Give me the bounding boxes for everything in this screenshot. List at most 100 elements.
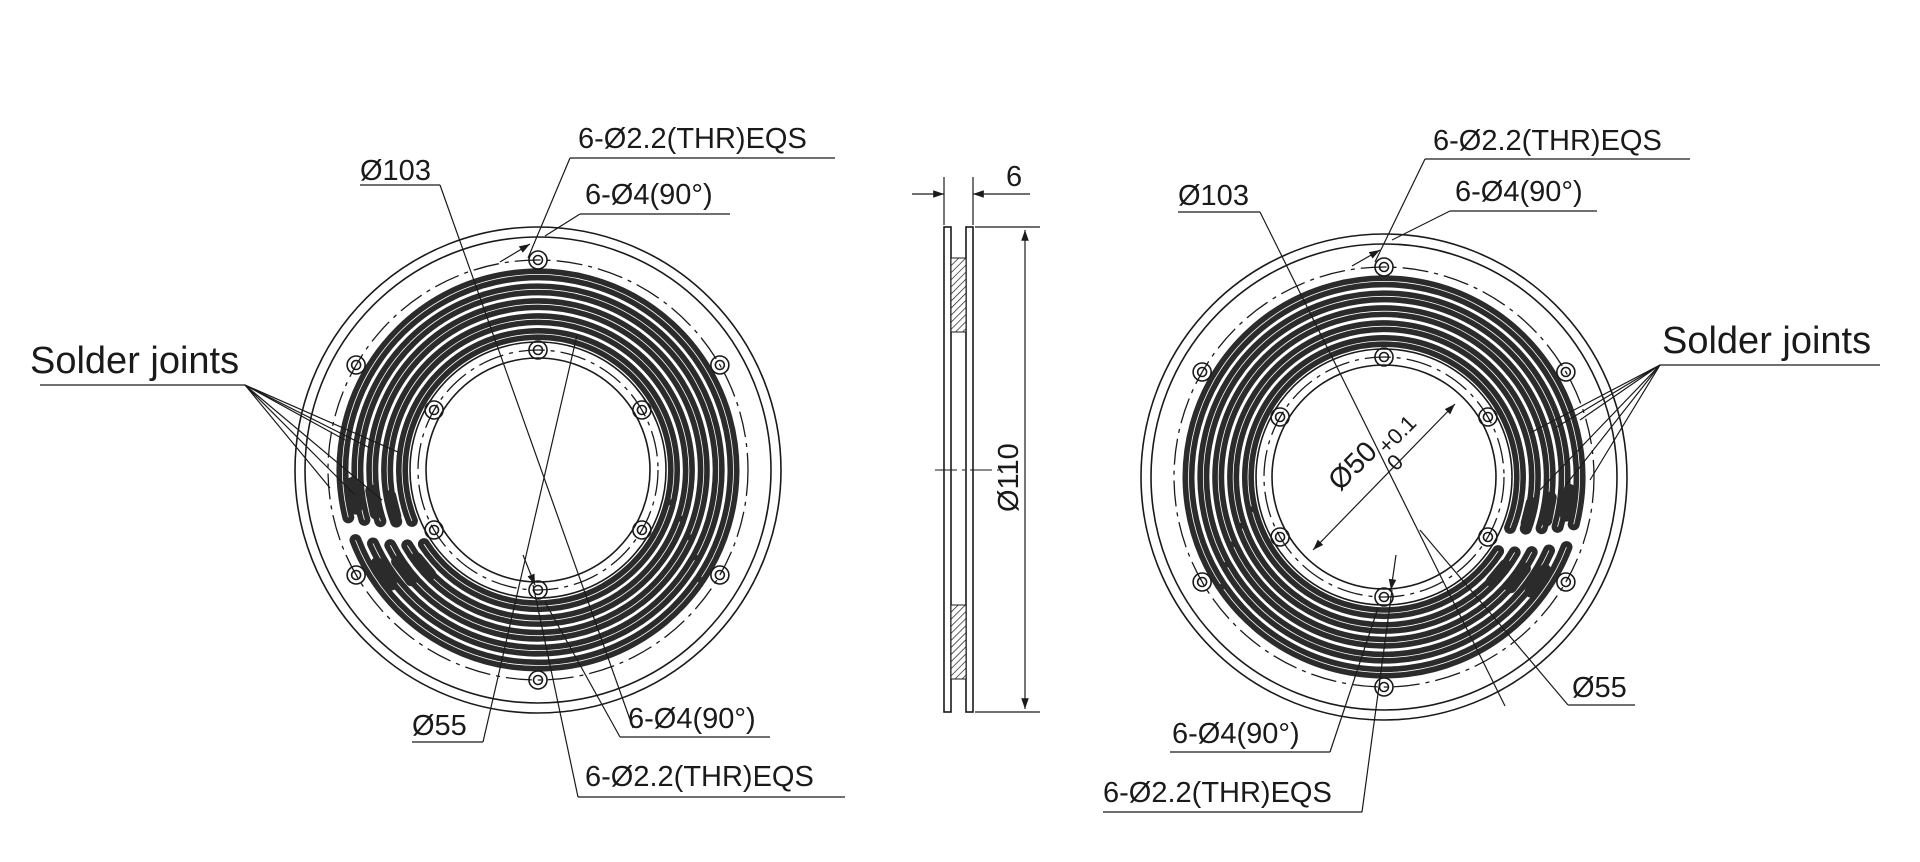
right-inner-ring (1255, 348, 1513, 606)
right-thr-top-label: 6-Ø2.2(THR)EQS (1433, 125, 1662, 157)
right-joint-lower (1524, 564, 1552, 598)
right-bore-dimline (1312, 403, 1456, 551)
right-joint-lower (1504, 562, 1531, 594)
left-track-upper-core (342, 274, 734, 607)
left-joint-lower (370, 557, 398, 591)
left-joint-lower (391, 555, 418, 587)
solder-leader-line (244, 384, 346, 441)
left-inner-ring (409, 341, 667, 599)
right-bore (1271, 364, 1497, 590)
side-rings-bottom (950, 604, 967, 680)
left-csk-top-label: 6-Ø4(90°) (585, 179, 713, 211)
right-outer-hole-countersink (1556, 572, 1576, 592)
right-csk-top-leader (1391, 210, 1451, 241)
right-conductive-tracks (1182, 275, 1586, 679)
left-joint-upper (384, 490, 402, 523)
right-outer-hole (1378, 261, 1390, 273)
left-solder-label: Solder joints (30, 340, 239, 382)
right-inner-hole (1274, 531, 1286, 543)
right-solder-leaders (1529, 364, 1661, 491)
left-outer-hole-countersink (710, 355, 730, 375)
left-outer-hole (350, 569, 362, 581)
left-inner-hole-countersink (632, 400, 652, 420)
left-outer-hole (532, 254, 544, 266)
left-bolt-circle-inner (417, 349, 659, 591)
side-thickness-label: 6 (1006, 161, 1022, 193)
right-mounting-holes (1192, 257, 1576, 697)
right-bore-tol-upper: +0.1 (1373, 410, 1421, 458)
right-joint-upper (1559, 483, 1576, 522)
left-track-upper-core (386, 318, 690, 596)
left-outer-hole-countersink (710, 565, 730, 585)
left-dia55-label: Ø55 (412, 710, 467, 742)
left-solder-leaders (244, 384, 399, 501)
right-joint-upper (1540, 491, 1557, 527)
right-track-upper-core (1217, 310, 1551, 608)
right-inner-hole (1482, 531, 1494, 543)
right-inner-hole-countersink (1478, 407, 1498, 427)
left-csk-bottom-label: 6-Ø4(90°) (628, 703, 756, 735)
left-joint-upper (346, 476, 363, 515)
left-inner-hole (636, 524, 648, 536)
right-inner-hole-countersink (1374, 347, 1394, 367)
left-thr-bottom-label: 6-Ø2.2(THR)EQS (585, 761, 814, 793)
right-inner-hole (1378, 591, 1390, 603)
left-joint-upper (365, 484, 382, 520)
right-solder-joints (1485, 483, 1576, 598)
left-inner-hole-countersink (424, 520, 444, 540)
left-thr-top-leader (527, 157, 571, 259)
left-front-view: Ø103 Ø55 6-Ø2.2(THR)EQS 6-Ø4(90°) 6-Ø4(9… (30, 123, 845, 798)
right-outer-hole-countersink (1192, 362, 1212, 382)
right-outer-edge (1140, 233, 1628, 721)
left-inner-hole (428, 404, 440, 416)
right-dia103-label: Ø103 (1178, 180, 1249, 212)
right-inner-hole (1482, 411, 1494, 423)
solder-leader-line (1589, 364, 1661, 481)
right-outer-hole (1196, 366, 1208, 378)
right-outer-hole (1560, 576, 1572, 588)
left-arrow-bottom (522, 554, 536, 586)
right-thr-bottom-leader (1361, 589, 1393, 813)
right-joint-lower (1485, 559, 1512, 588)
right-inner-hole-countersink (1270, 407, 1290, 427)
left-csk-bottom-leader (544, 601, 621, 738)
right-arrow-top (1351, 249, 1381, 267)
solder-leader-line (244, 384, 331, 489)
solder-leader-line (244, 384, 356, 496)
left-thr-top-label: 6-Ø2.2(THR)EQS (578, 123, 807, 155)
left-mounting-holes (346, 250, 730, 690)
solder-leader-line (244, 384, 399, 453)
side-rings-top (950, 257, 967, 333)
solder-leader-line (1564, 364, 1661, 487)
left-track-lower-core (406, 521, 681, 622)
right-outer-hole (1196, 576, 1208, 588)
left-joint-lower (410, 552, 437, 581)
left-outer-hole (714, 359, 726, 371)
left-track-upper-core (371, 303, 705, 601)
right-bore-label: Ø50 (1322, 436, 1383, 497)
solder-leader-line (1554, 364, 1661, 429)
left-outer-hole (532, 674, 544, 686)
right-outer-hole (1378, 681, 1390, 693)
left-solder-joints (346, 476, 437, 591)
left-csk-top-leader (544, 213, 581, 237)
left-outer-edge-inner (304, 236, 772, 704)
left-track-lower-core (389, 539, 689, 637)
right-inner-hole-countersink (1270, 527, 1290, 547)
solder-leader-line (1529, 364, 1661, 434)
right-track-upper (1242, 335, 1526, 601)
left-dia103-line (439, 184, 634, 729)
right-dia55-line (1419, 529, 1569, 706)
left-inner-hole (532, 344, 544, 356)
right-inner-hole (1274, 411, 1286, 423)
right-outer-hole-countersink (1374, 257, 1394, 277)
right-bolt-circle-inner (1263, 356, 1505, 598)
right-solder-label: Solder joints (1662, 320, 1871, 362)
side-section-view: 6 Ø110 (912, 161, 1040, 713)
left-track-lower-core (355, 539, 699, 666)
right-track-upper-core (1188, 281, 1580, 614)
left-inner-hole (636, 404, 648, 416)
left-outer-hole-countersink (528, 250, 548, 270)
solder-leader-line (244, 384, 371, 449)
